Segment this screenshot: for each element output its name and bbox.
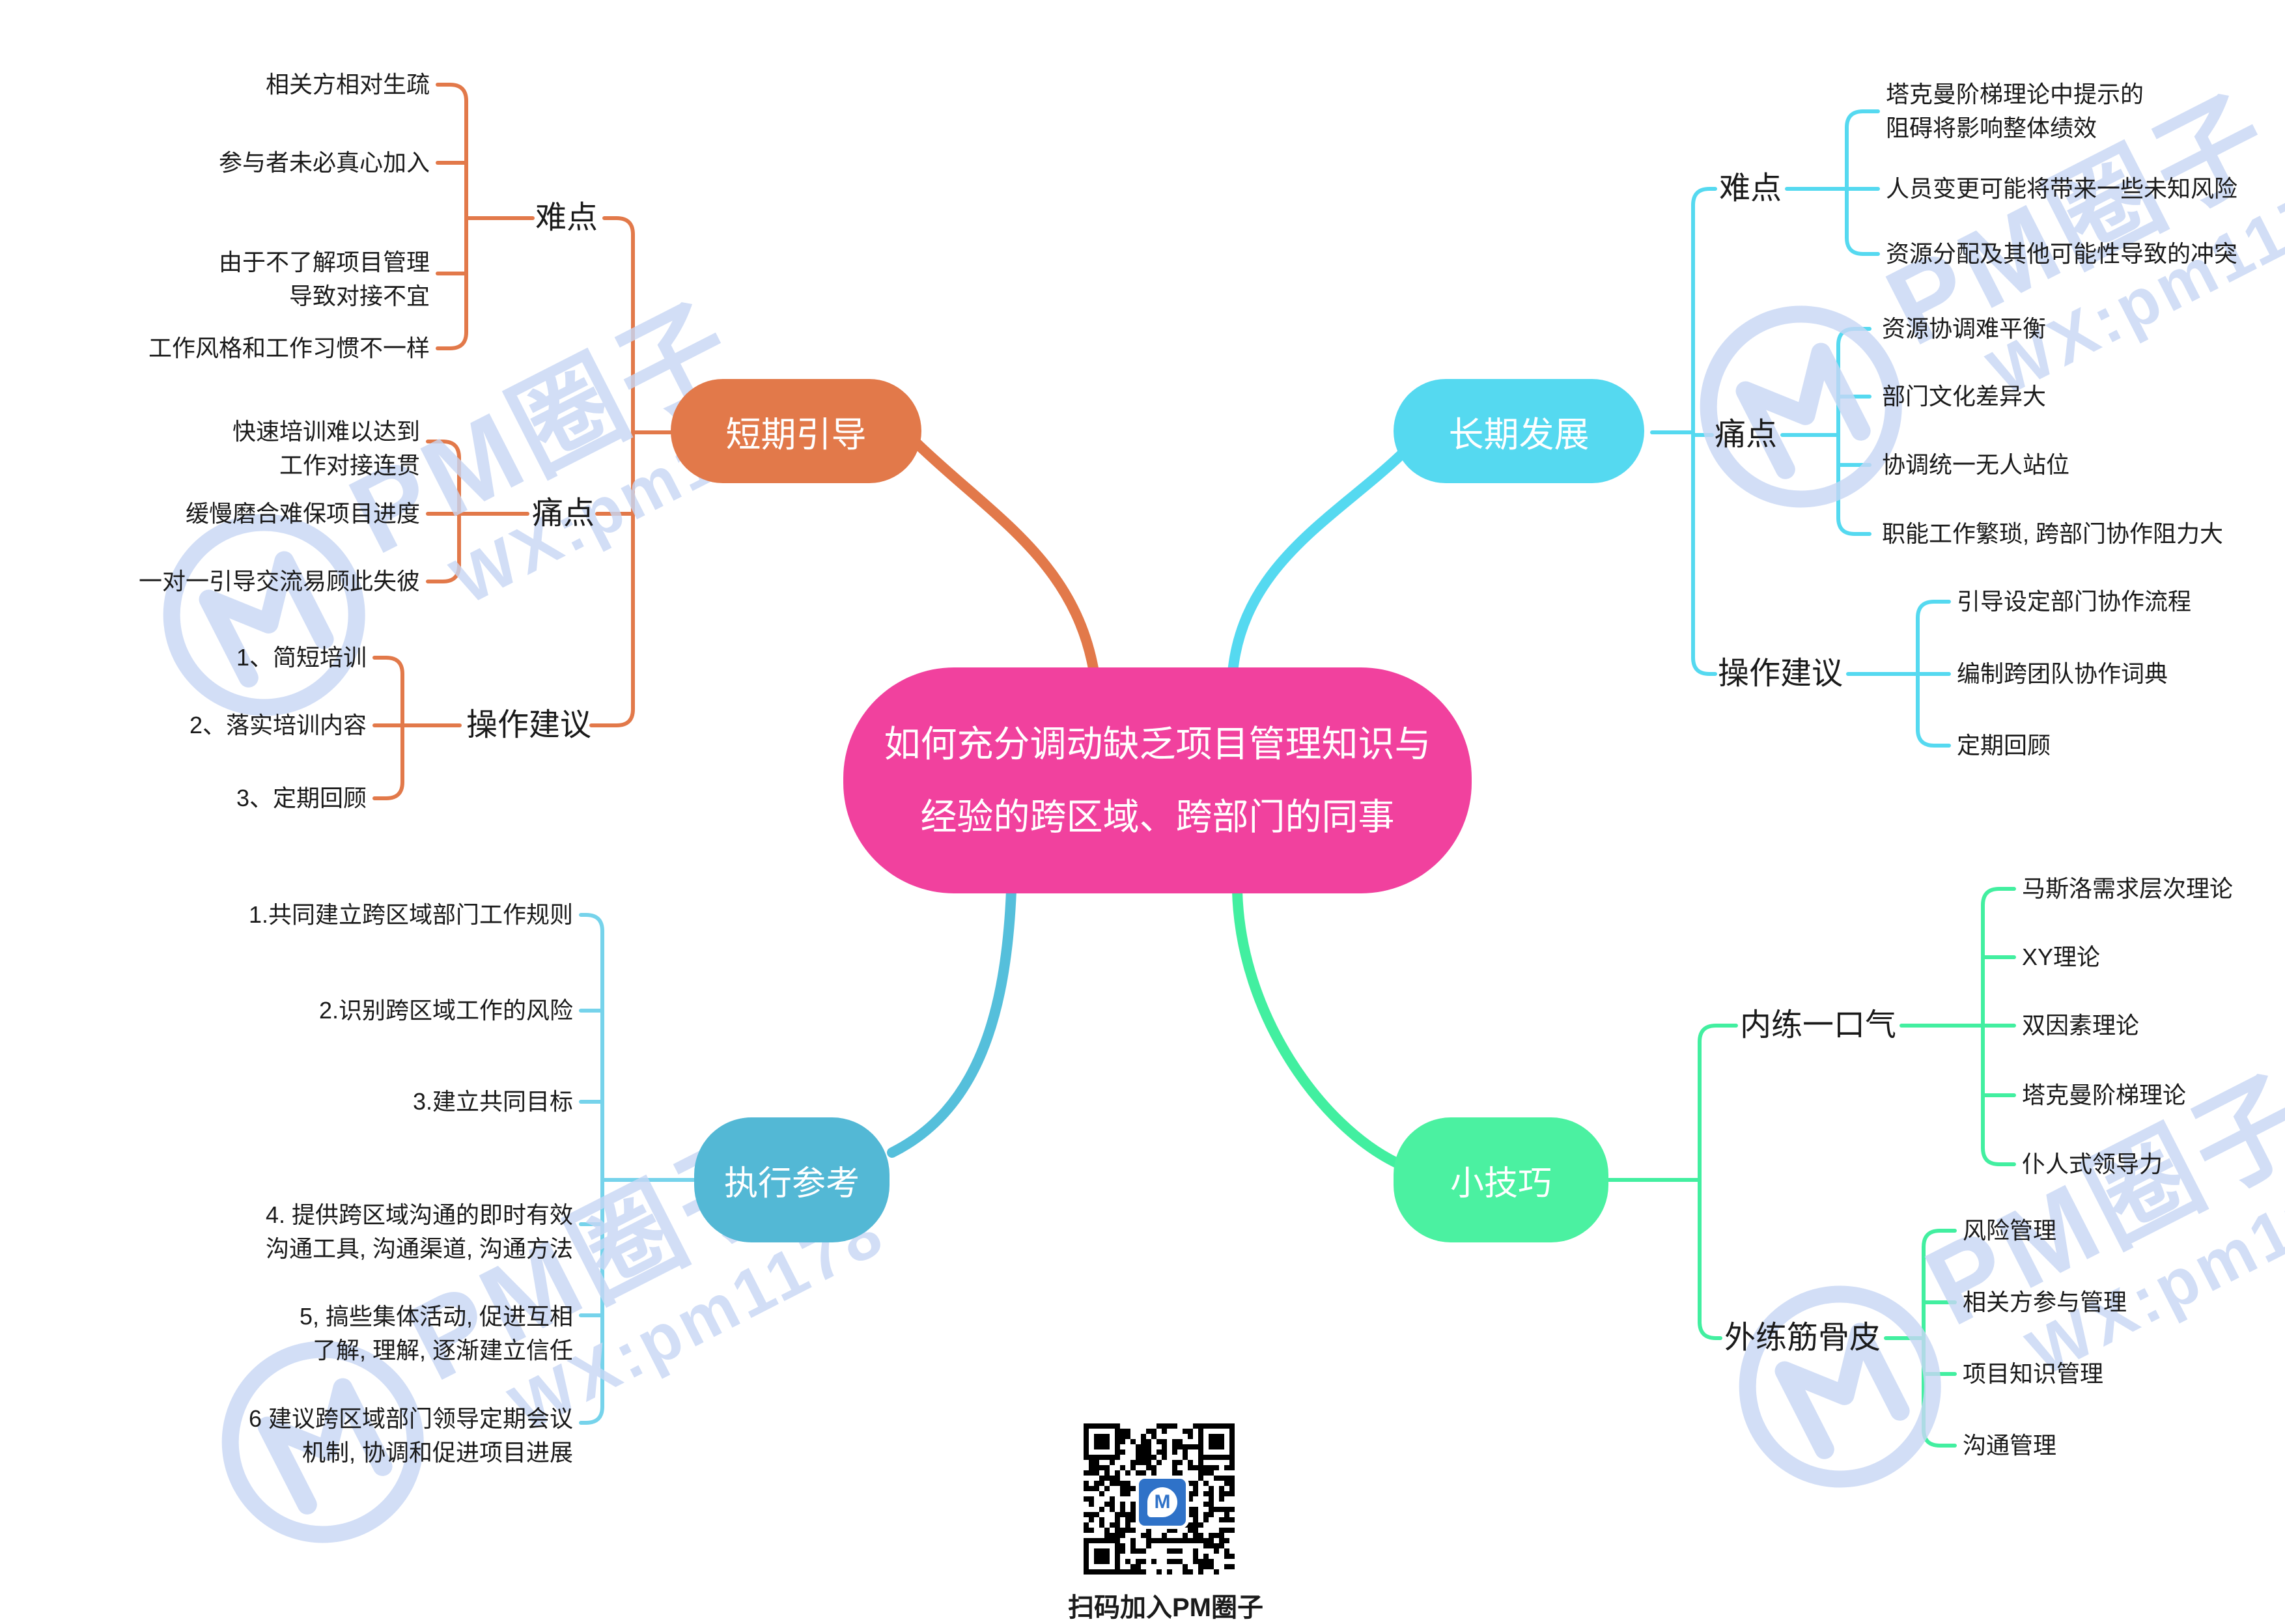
connector-line xyxy=(910,436,1099,677)
topic-item[interactable]: 引导设定部门协作流程 xyxy=(1957,588,2192,615)
connector-line xyxy=(1981,887,2016,1166)
topic-item[interactable]: 双因素理论 xyxy=(2022,1012,2140,1039)
connector-line xyxy=(436,83,468,350)
topic-item[interactable]: 3、定期回顾 xyxy=(236,785,367,811)
connector-line xyxy=(426,440,461,583)
connector-line xyxy=(372,656,404,800)
pm-bubble-m-icon: M xyxy=(1147,1487,1177,1517)
subtopic-label-external[interactable]: 外练筋骨皮 xyxy=(1724,1321,1881,1355)
branch-short-term-links xyxy=(372,83,1099,800)
topic-item[interactable]: 仆人式领导力 xyxy=(2022,1151,2163,1177)
branch-execution-links xyxy=(579,886,1016,1425)
topic-item[interactable]: 1.共同建立跨区域部门工作规则 xyxy=(248,901,573,928)
topic-item[interactable]: 5, 搞些集体活动, 促进互相 了解, 理解, 逐渐建立信任 xyxy=(299,1303,573,1364)
topic-item[interactable]: 编制跨团队协作词典 xyxy=(1957,660,2168,687)
topic-item[interactable]: 职能工作繁琐, 跨部门协作阻力大 xyxy=(1882,520,2224,547)
qr-caption: 扫码加入PM圈子 xyxy=(1068,1593,1263,1622)
topic-item[interactable]: 定期回顾 xyxy=(1957,732,2051,759)
topic-item[interactable]: 参与者未必真心加入 xyxy=(218,149,430,176)
topic-item[interactable]: 4. 提供跨区域沟通的即时有效 沟通工具, 沟通渠道, 沟通方法 xyxy=(265,1201,573,1262)
connector-line xyxy=(1227,449,1407,677)
branch-node-execution[interactable]: 执行参考 xyxy=(694,1117,890,1242)
topic-item[interactable]: 1、简短培训 xyxy=(236,644,367,671)
topic-item[interactable]: 塔克曼阶梯理论 xyxy=(2022,1082,2187,1108)
connector-line xyxy=(1691,187,1717,676)
branch-node-tips[interactable]: 小技巧 xyxy=(1394,1117,1608,1242)
topic-item[interactable]: 由于不了解项目管理 导致对接不宜 xyxy=(218,249,430,309)
topic-item[interactable]: 人员变更可能将带来一些未知风险 xyxy=(1886,175,2238,202)
connector-line xyxy=(589,216,635,727)
subtopic-label-advice-right[interactable]: 操作建议 xyxy=(1718,656,1843,691)
topic-item[interactable]: 相关方相对生疏 xyxy=(265,71,430,98)
topic-item[interactable]: 快速培训难以达到 工作对接连贯 xyxy=(232,418,420,479)
topic-item[interactable]: 2、落实培训内容 xyxy=(189,712,367,738)
topic-item[interactable]: 项目知识管理 xyxy=(1963,1360,2104,1387)
topic-item[interactable]: XY理论 xyxy=(2022,944,2101,970)
subtopic-label-internal[interactable]: 内练一口气 xyxy=(1740,1008,1897,1043)
qr-code-pattern xyxy=(1084,1423,1235,1575)
branch-node-short-term[interactable]: 短期引导 xyxy=(671,379,921,483)
connector-line xyxy=(1698,1024,1738,1340)
connector-line xyxy=(1922,1229,1957,1448)
topic-item[interactable]: 相关方参与管理 xyxy=(1963,1289,2127,1315)
topic-item[interactable]: 一对一引导交流易顾此失彼 xyxy=(138,568,420,595)
connector-line xyxy=(1232,886,1402,1168)
topic-item[interactable]: 2.识别跨区域工作的风险 xyxy=(318,997,573,1024)
connector-line xyxy=(887,886,1016,1158)
topic-item[interactable]: 工作风格和工作习惯不一样 xyxy=(148,335,430,361)
topic-item[interactable]: 资源分配及其他可能性导致的冲突 xyxy=(1886,240,2238,267)
qr-code xyxy=(1084,1423,1235,1575)
connector-line xyxy=(1836,327,1871,536)
subtopic-label-difficulty-left[interactable]: 难点 xyxy=(535,201,598,235)
subtopic-label-pain-right[interactable]: 痛点 xyxy=(1715,417,1778,452)
topic-item[interactable]: 风险管理 xyxy=(1963,1217,2057,1244)
topic-item[interactable]: 协调统一无人站位 xyxy=(1882,451,2070,478)
connector-line xyxy=(1916,600,1951,748)
qr-center-logo-icon: M xyxy=(1136,1476,1189,1529)
branch-tips-links xyxy=(1232,886,2016,1448)
subtopic-label-pain-left[interactable]: 痛点 xyxy=(531,496,595,531)
topic-item[interactable]: 资源协调难平衡 xyxy=(1882,315,2047,342)
connector-line xyxy=(579,913,604,1425)
central-topic-node[interactable]: 如何充分调动缺乏项目管理知识与 经验的跨区域、跨部门的同事 xyxy=(843,667,1472,893)
topic-item[interactable]: 部门文化差异大 xyxy=(1882,383,2047,410)
topic-item[interactable]: 3.建立共同目标 xyxy=(412,1088,573,1115)
topic-item[interactable]: 马斯洛需求层次理论 xyxy=(2022,875,2234,902)
topic-item[interactable]: 塔克曼阶梯理论中提示的 阻碍将影响整体绩效 xyxy=(1886,81,2144,141)
topic-item[interactable]: 沟通管理 xyxy=(1963,1432,2057,1459)
branch-node-long-term[interactable]: 长期发展 xyxy=(1394,379,1644,483)
subtopic-label-difficulty-right[interactable]: 难点 xyxy=(1719,171,1782,206)
connector-line xyxy=(1845,109,1880,256)
subtopic-label-advice-left[interactable]: 操作建议 xyxy=(466,708,591,742)
topic-item[interactable]: 6 建议跨区域部门领导定期会议 机制, 协调和促进项目进展 xyxy=(248,1405,573,1466)
topic-item[interactable]: 缓慢磨合难保项目进度 xyxy=(185,500,420,527)
